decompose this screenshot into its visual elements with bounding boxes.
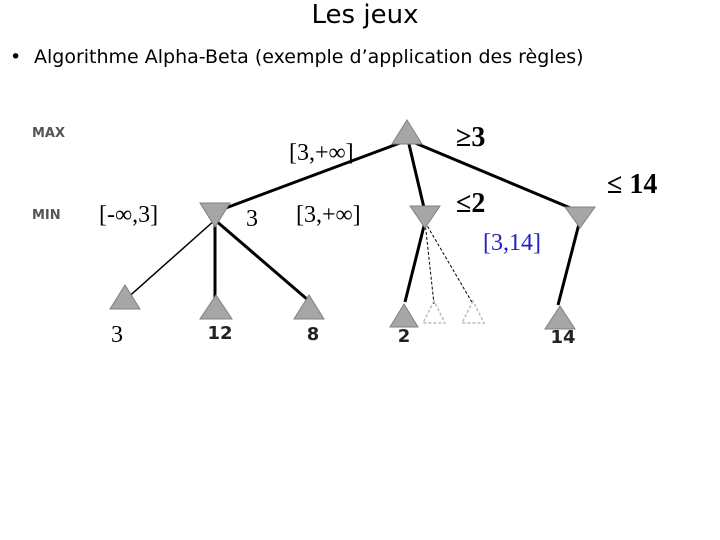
- leaf-node-2: [199, 294, 233, 320]
- min-node-1: [199, 202, 231, 228]
- level-label-max: MAX: [32, 126, 65, 141]
- leaf-value-12: 12: [207, 323, 232, 344]
- leaf-node-pruned-1: [421, 299, 447, 324]
- slide-title: Les jeux: [311, 0, 419, 30]
- bullet-dot: •: [10, 46, 22, 68]
- edge-root-min1: [214, 138, 409, 214]
- min3-bound-label: ≤ 14: [607, 169, 657, 200]
- min-node-2: [409, 205, 441, 229]
- edge-min1-leaf1: [124, 219, 216, 301]
- leaf-node-5: [544, 305, 576, 330]
- bullet-item: • Algorithme Alpha-Beta (exemple d’appli…: [10, 46, 715, 68]
- leaf-node-4: [389, 303, 419, 328]
- min1-interval-label: [-∞,3]: [99, 202, 158, 228]
- edge-min1-leaf3: [214, 218, 309, 302]
- leaf-node-1: [109, 284, 141, 310]
- min3-interval-label: [3,14]: [483, 230, 541, 256]
- root-interval-label: [3,+∞]: [289, 140, 354, 166]
- min2-interval-label: [3,+∞]: [296, 202, 361, 228]
- edge-min2-pruned1: [424, 221, 435, 305]
- min2-bound-label: ≤2: [456, 188, 485, 219]
- leaf-value-2: 2: [398, 326, 411, 347]
- edge-min2-pruned2: [424, 221, 474, 305]
- edge-root-min2: [406, 139, 427, 213]
- leaf-node-pruned-2: [460, 299, 486, 324]
- leaf-value-8: 8: [307, 324, 320, 345]
- leaf-value-14: 14: [550, 327, 575, 348]
- min-node-3: [564, 206, 596, 229]
- leaf-node-3: [293, 294, 325, 320]
- level-label-min: MIN: [32, 208, 61, 223]
- root-bound-label: ≥3: [456, 122, 485, 153]
- leaf1-value-label: 3: [111, 322, 123, 348]
- edge-min3-leaf5: [556, 219, 582, 306]
- min1-value-label: 3: [246, 206, 258, 232]
- max-node-root: [391, 119, 423, 145]
- edge-root-min3: [407, 138, 581, 214]
- bullet-text: Algorithme Alpha-Beta (exemple d’applica…: [34, 46, 584, 68]
- edge-min2-leaf4: [403, 221, 427, 303]
